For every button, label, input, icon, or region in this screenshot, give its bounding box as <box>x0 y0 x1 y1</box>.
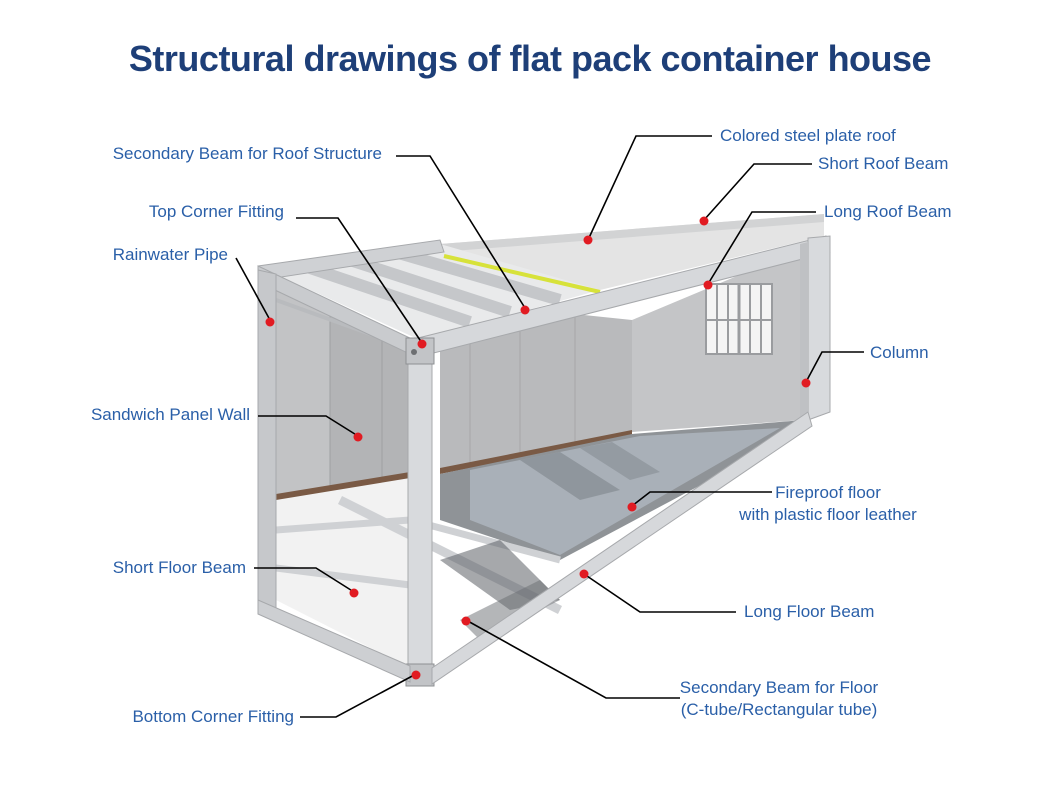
back-long-wall <box>440 300 632 470</box>
short-floor-beam-left <box>257 599 411 683</box>
label-sandwich-panel-wall: Sandwich Panel Wall <box>90 405 250 424</box>
label-fireproof-floor-line1: Fireproof floor <box>775 483 881 502</box>
label-fireproof-floor-line2: with plastic floor leather <box>739 505 917 524</box>
leader-secondary-beam-roof <box>396 155 526 309</box>
leader-colored-steel-roof <box>587 135 712 241</box>
label-short-roof-beam: Short Roof Beam <box>818 154 949 173</box>
window <box>705 283 773 355</box>
leader-column <box>805 351 864 383</box>
marker-long-floor-beam <box>579 569 589 579</box>
label-secondary-beam-floor: Secondary Beam for Floor (C-tube/Rectang… <box>676 677 882 721</box>
page-title: Structural drawings of flat pack contain… <box>128 38 932 79</box>
label-secondary-beam-roof: Secondary Beam for Roof Structure <box>112 144 382 163</box>
marker-top-corner-fitting <box>417 339 427 349</box>
marker-sandwich-panel-wall <box>353 432 363 442</box>
leader-secondary-beam-floor <box>465 619 680 699</box>
leader-top-corner-fitting <box>296 217 423 344</box>
leader-long-floor-beam <box>583 573 736 613</box>
leader-short-floor-beam <box>254 567 355 593</box>
marker-column <box>801 378 811 388</box>
label-long-floor-beam: Long Floor Beam <box>744 602 875 621</box>
marker-bottom-corner-fitting <box>411 670 421 680</box>
column-front-right <box>807 235 831 421</box>
label-short-floor-beam: Short Floor Beam <box>112 558 246 577</box>
leader-long-roof-beam <box>707 211 816 285</box>
marker-fireproof-floor <box>627 502 637 512</box>
column-front-left <box>407 339 433 685</box>
leader-fireproof-floor <box>631 491 772 507</box>
marker-short-roof-beam <box>699 216 709 226</box>
label-bottom-corner-fitting: Bottom Corner Fitting <box>132 707 294 726</box>
leader-short-roof-beam <box>703 163 812 221</box>
label-long-roof-beam: Long Roof Beam <box>824 202 952 221</box>
marker-colored-steel-roof <box>583 235 593 245</box>
colored-steel-roof-surface <box>440 214 824 290</box>
marker-rainwater-pipe <box>265 317 275 327</box>
label-fireproof-floor: Fireproof floor with plastic floor leath… <box>730 482 926 526</box>
label-top-corner-fitting: Top Corner Fitting <box>148 202 284 221</box>
marker-short-floor-beam <box>349 588 359 598</box>
marker-secondary-beam-floor <box>461 616 471 626</box>
marker-long-roof-beam <box>703 280 713 290</box>
label-colored-steel-roof: Colored steel plate roof <box>720 126 896 145</box>
leader-rainwater-pipe <box>235 257 271 321</box>
leader-sandwich-panel-wall <box>258 415 359 437</box>
marker-secondary-beam-roof <box>520 305 530 315</box>
label-secondary-beam-floor-line1: Secondary Beam for Floor <box>679 678 879 697</box>
long-floor-beam-front <box>431 411 813 685</box>
label-secondary-beam-floor-line2: (C-tube/Rectangular tube) <box>680 700 878 719</box>
label-rainwater-pipe: Rainwater Pipe <box>112 245 228 264</box>
leader-bottom-corner-fitting <box>300 673 417 718</box>
label-column: Column <box>870 343 929 362</box>
